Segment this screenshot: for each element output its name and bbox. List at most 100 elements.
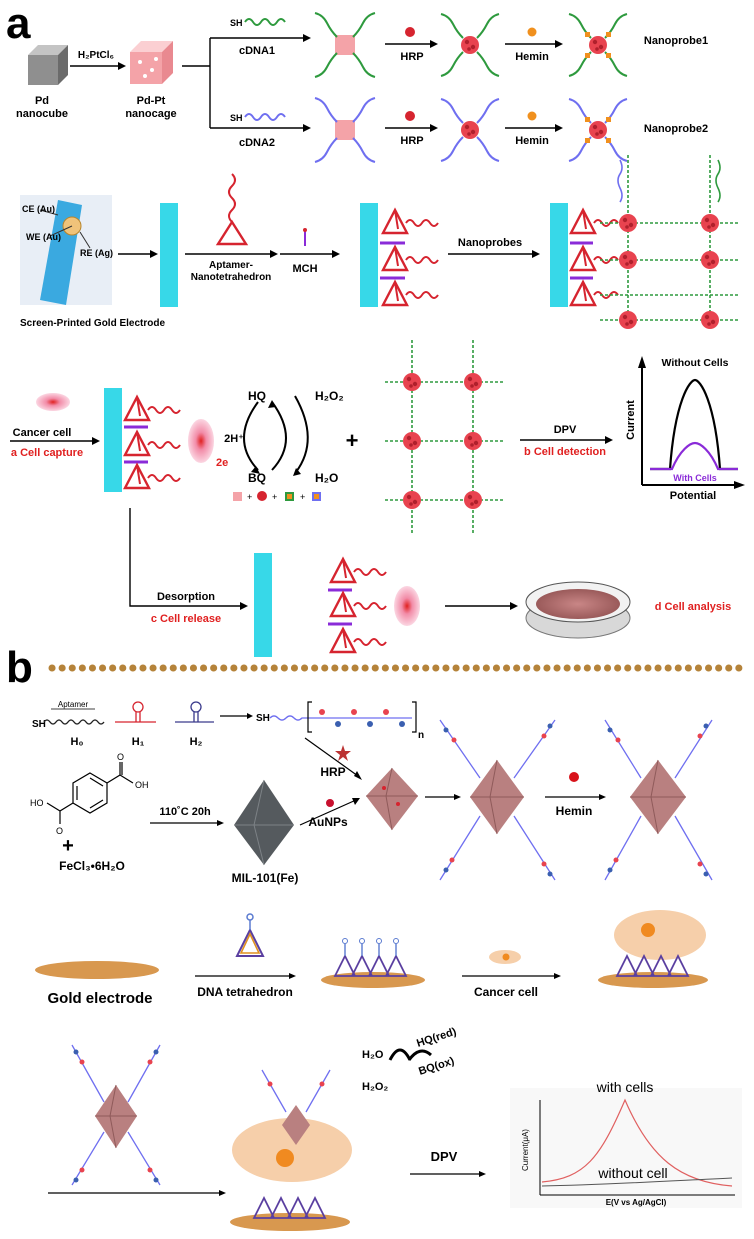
captured-cell-electrode <box>123 395 214 490</box>
arrowhead <box>532 250 540 258</box>
screen-printed-electrode-image <box>20 195 112 305</box>
bq-ox-label: BQ(ox) <box>417 1055 456 1078</box>
cdna1-label: cDNA1 <box>239 45 275 57</box>
aunps-label: AuNPs <box>308 815 348 829</box>
hemin-label-1: Hemin <box>515 51 549 63</box>
panel-b-label: b <box>6 643 33 692</box>
hrp-star-icon <box>335 745 351 761</box>
redox-arrow-right <box>407 1049 433 1061</box>
nanoprobe1-shape <box>568 13 628 77</box>
branch-connector <box>182 37 305 129</box>
hemin-label-2: Hemin <box>515 135 549 147</box>
electrode-bar-2 <box>360 203 378 307</box>
potential-axis-label: Potential <box>670 490 716 502</box>
nanoprobe-x-3 <box>71 1044 161 1186</box>
svg-text:+: + <box>247 492 252 502</box>
ce-label: CE (Au) <box>22 204 55 214</box>
hemin-icon-b <box>569 772 579 782</box>
ho-label: HO <box>30 798 44 808</box>
gold-electrode-label: Gold electrode <box>47 990 152 1007</box>
arrowhead <box>454 794 461 800</box>
arrowhead <box>352 798 360 805</box>
hemin-icon <box>527 27 537 37</box>
desorption-label: Desorption <box>157 591 215 603</box>
arrowhead <box>289 973 296 979</box>
h0-label: H₀ <box>71 736 84 748</box>
h2ptcl6-label: H₂PtCl₆ <box>78 50 114 61</box>
arrowhead <box>510 602 518 610</box>
o-label-top: O <box>117 752 124 762</box>
petri-dish-icon <box>525 581 631 639</box>
2h-label: 2H⁺ <box>224 433 244 445</box>
electrode-bar-1 <box>160 203 178 307</box>
o-label-bottom: O <box>56 826 63 836</box>
nanocage-label: nanocage <box>125 108 176 120</box>
h2o-label-b: H₂O <box>362 1049 384 1061</box>
current-axis-label: Current <box>625 400 637 440</box>
arrowhead <box>303 124 311 132</box>
cancer-cell-icon <box>36 393 70 411</box>
with-cells-label-a: With Cells <box>673 473 716 483</box>
pd-nanocube-shape <box>28 45 68 85</box>
x-axis-label-b: E(V vs Ag/AgCl) <box>606 1198 667 1207</box>
cell-detection-label: b Cell detection <box>524 446 606 458</box>
hrp-label-1: HRP <box>400 51 423 63</box>
sh-label-b2: SH <box>256 713 270 724</box>
plus-sign-a: + <box>346 428 359 453</box>
condition-label: 110˚C 20h <box>159 806 211 818</box>
hemin-icon <box>527 111 537 121</box>
electrode-bar-3 <box>550 203 568 307</box>
nanoprobe-network-1 <box>600 155 740 329</box>
nanoprobe2-shape <box>568 98 628 162</box>
release-connector <box>129 508 240 607</box>
octahedron-hrp-aunp <box>366 767 418 831</box>
redox-cycle-arrows <box>243 395 309 476</box>
cancer-cell-label: Cancer cell <box>13 427 72 439</box>
we-label: WE (Au) <box>26 232 61 242</box>
svg-text:+: + <box>272 492 277 502</box>
2e-label: 2e <box>216 457 228 469</box>
h2-label: H₂ <box>190 736 203 748</box>
sh-label-2: SH <box>230 113 243 123</box>
nanocage-dna-2 <box>314 97 376 163</box>
cell-release-label: c Cell release <box>151 613 221 625</box>
catalyst-legend-icons: +++ <box>233 491 321 502</box>
panel-a-label: a <box>6 0 31 48</box>
arrowhead <box>118 62 126 70</box>
with-cells-label-b: with cells <box>596 1079 654 1095</box>
plus-sign-b: + <box>62 835 74 857</box>
aunp-icon <box>326 799 334 807</box>
h2o-label: H₂O <box>315 471 338 485</box>
hcr-polymer <box>269 701 417 733</box>
arrowhead <box>599 794 606 800</box>
hrp-label-2: HRP <box>400 135 423 147</box>
nanocube-label: nanocube <box>16 108 68 120</box>
bq-label: BQ <box>248 471 266 485</box>
nanoprobes-label: Nanoprobes <box>458 237 522 249</box>
arrowhead <box>92 437 100 445</box>
electrode-bar-4 <box>104 388 122 492</box>
aptamer-layer-1 <box>380 208 439 307</box>
hrp-label-b: HRP <box>320 765 345 779</box>
arrowhead <box>555 40 563 48</box>
arrowhead <box>479 1171 486 1177</box>
arrowhead <box>605 436 613 444</box>
nanoprobe2-label: Nanoprobe2 <box>644 123 708 135</box>
aptamer-tetrahedron-icon <box>215 173 249 246</box>
cdna2-strand <box>244 113 286 121</box>
cell-analysis-label: d Cell analysis <box>655 601 731 613</box>
mof-label: MIL-101(Fe) <box>232 871 299 885</box>
cell-capture-label: a Cell capture <box>11 447 83 459</box>
nanoprobe-x-2 <box>604 719 713 881</box>
re-label: RE (Ag) <box>80 248 113 258</box>
arrowhead <box>332 250 340 258</box>
h0-strand <box>43 719 105 725</box>
electrode-caption: Screen-Printed Gold Electrode <box>20 318 165 329</box>
nanoprobe-x-1 <box>439 719 556 881</box>
aptamer-layer-2 <box>569 208 619 307</box>
hrp-icon <box>405 27 415 37</box>
hq-label: HQ <box>248 389 266 403</box>
dpv-plot-a <box>638 356 745 489</box>
nanocage-dna-1 <box>314 12 376 78</box>
